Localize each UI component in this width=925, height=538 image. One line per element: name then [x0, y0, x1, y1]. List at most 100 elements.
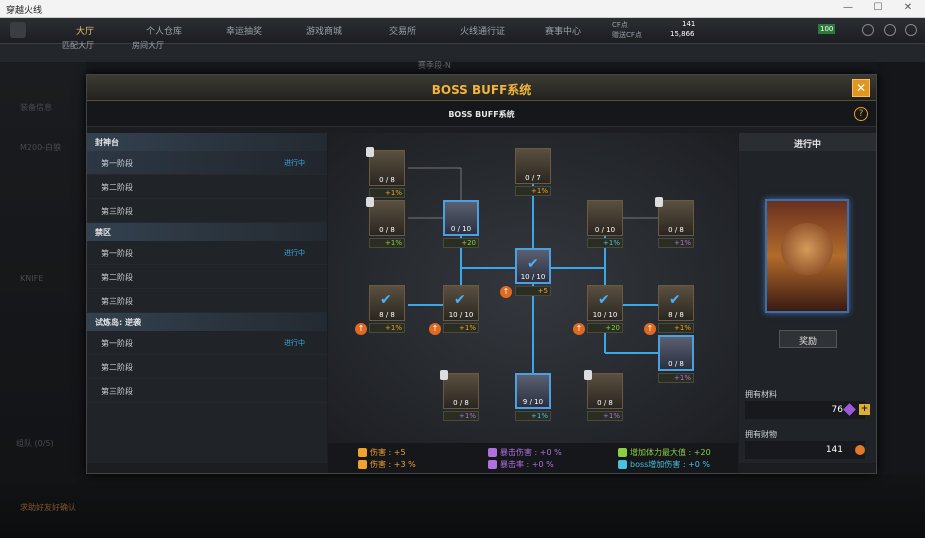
- node-bonus: +20: [587, 323, 623, 333]
- tab-match-lobby[interactable]: 匹配大厅: [62, 41, 94, 50]
- node-progress: 8 / 8: [379, 311, 395, 319]
- upgrade-icon[interactable]: ↑: [500, 286, 512, 298]
- tab-lobby[interactable]: 大厅: [76, 27, 95, 37]
- tab-room-lobby[interactable]: 房间大厅: [132, 41, 164, 50]
- add-materials-button[interactable]: +: [859, 404, 870, 415]
- buff-node[interactable]: 0 / 8: [440, 370, 479, 409]
- node-bonus: +1%: [658, 323, 694, 333]
- close-button[interactable]: ✕: [852, 79, 870, 97]
- stage-state: 进行中: [284, 159, 305, 167]
- buff-node[interactable]: ✔8 / 8: [369, 285, 405, 321]
- node-progress: 10 / 10: [448, 311, 474, 319]
- cf-points-label: CF点: [612, 21, 628, 29]
- modal-title: BOSS BUFF系统: [431, 83, 532, 97]
- buff-node[interactable]: 0 / 7: [515, 148, 551, 184]
- lock-icon: [366, 147, 374, 157]
- stage-item[interactable]: 第二阶段: [87, 175, 327, 199]
- fire-icon: [358, 460, 367, 469]
- stage-item[interactable]: 第三阶段: [87, 289, 327, 313]
- buff-node[interactable]: ✔10 / 10: [515, 248, 551, 284]
- node-progress: 0 / 10: [594, 226, 616, 234]
- buff-node[interactable]: ✔8 / 8: [658, 285, 694, 321]
- upgrade-icon[interactable]: ↑: [644, 323, 656, 335]
- maximize-button[interactable]: ☐: [873, 2, 883, 13]
- upgrade-icon[interactable]: ↑: [355, 323, 367, 335]
- tab-lottery[interactable]: 幸运抽奖: [226, 27, 263, 37]
- close-window-button[interactable]: ✕: [903, 2, 913, 13]
- upgrade-icon[interactable]: ↑: [429, 323, 441, 335]
- check-icon: ✔: [527, 256, 539, 272]
- buff-node[interactable]: 0 / 8: [366, 197, 405, 236]
- reward-button[interactable]: 奖励: [779, 330, 837, 348]
- mail-icon[interactable]: [884, 24, 896, 36]
- node-progress: 0 / 8: [379, 226, 395, 234]
- stage-item[interactable]: 第二阶段: [87, 265, 327, 289]
- node-progress: 10 / 10: [520, 273, 546, 281]
- stat-text: 暴击率 : +0 %: [500, 460, 554, 469]
- minimize-button[interactable]: —: [843, 2, 853, 13]
- node-bonus: +1%: [587, 411, 623, 421]
- home-icon[interactable]: [10, 22, 26, 38]
- stage-item[interactable]: 第二阶段: [87, 355, 327, 379]
- stage-item[interactable]: 第一阶段 进行中: [87, 331, 327, 355]
- stage-item[interactable]: 第三阶段: [87, 199, 327, 223]
- power-icon[interactable]: [905, 24, 917, 36]
- buff-node[interactable]: 0 / 8: [366, 147, 405, 186]
- window-titlebar: 穿越火线 — ☐ ✕: [0, 0, 925, 18]
- bg-knife-label: KNIFE: [20, 274, 44, 283]
- game-client: 大厅 个人仓库 幸运抽奖 游戏商城 交易所 火线通行证 赛事中心 CF点 141…: [0, 18, 925, 538]
- tab-inventory[interactable]: 个人仓库: [146, 27, 183, 37]
- upgrade-icon[interactable]: ↑: [573, 323, 585, 335]
- section-header: 封神台: [87, 133, 327, 151]
- help-icon[interactable]: ?: [854, 107, 868, 121]
- node-bonus: +1%: [658, 373, 694, 383]
- lock-icon: [440, 370, 448, 380]
- bg-help-label: 求助好友好确认: [20, 503, 76, 512]
- stage-state: 进行中: [284, 339, 305, 347]
- buff-node[interactable]: 0 / 8: [658, 335, 694, 371]
- background-right-panel: [877, 62, 925, 538]
- stage-item[interactable]: 第一阶段进行中: [87, 241, 327, 265]
- boss-portrait: [781, 223, 833, 275]
- buff-node[interactable]: 9 / 10: [515, 373, 551, 409]
- buff-node[interactable]: 0 / 10: [443, 200, 479, 236]
- stage-item[interactable]: 第一阶段 进行中: [87, 151, 327, 175]
- sword-icon: [358, 448, 367, 457]
- node-progress: 0 / 7: [525, 174, 541, 182]
- crit-damage-icon: [488, 448, 497, 457]
- stage-label: 第二阶段: [101, 183, 133, 192]
- tab-exchange[interactable]: 交易所: [389, 27, 417, 37]
- node-progress: 0 / 8: [597, 399, 613, 407]
- buff-node[interactable]: 0 / 8: [584, 370, 623, 409]
- reward-panel: 进行中 奖励 拥有材料 76 + 拥有财物 141: [739, 133, 876, 463]
- boss-card: [765, 199, 849, 313]
- crit-rate-icon: [488, 460, 497, 469]
- tab-battlepass[interactable]: 火线通行证: [460, 27, 506, 37]
- tab-events[interactable]: 赛事中心: [545, 27, 582, 37]
- check-icon: ✔: [669, 292, 681, 308]
- tab-shop[interactable]: 游戏商城: [306, 27, 343, 37]
- buff-node[interactable]: ✔10 / 10: [587, 285, 623, 321]
- node-bonus: +1%: [587, 238, 623, 248]
- stage-list: 封神台 第一阶段进行中 第二阶段 第三阶段 禁区 第一阶段进行中 第二阶段 第三…: [87, 133, 327, 463]
- gear-icon[interactable]: [862, 24, 874, 36]
- node-progress: 0 / 8: [453, 399, 469, 407]
- boss-damage-icon: [618, 460, 627, 469]
- stage-label: 第一阶段: [101, 159, 133, 168]
- materials-value: 76: [745, 401, 865, 419]
- lock-icon: [366, 197, 374, 207]
- buff-node[interactable]: 0 / 10: [587, 200, 623, 236]
- node-bonus: +1%: [369, 323, 405, 333]
- stage-label: 第一阶段: [101, 339, 133, 348]
- buff-node[interactable]: 0 / 8: [655, 197, 694, 236]
- materials-label: 拥有材料: [745, 390, 777, 399]
- node-bonus: +1%: [369, 188, 405, 198]
- status-label: 进行中: [739, 133, 876, 151]
- node-bonus: +1%: [658, 238, 694, 248]
- window-title: 穿越火线: [6, 6, 43, 16]
- buff-node[interactable]: ✔10 / 10: [443, 285, 479, 321]
- stage-item[interactable]: 第三阶段: [87, 379, 327, 403]
- node-bonus: +1%: [515, 411, 551, 421]
- section-header: 试炼岛: 逆袭: [87, 313, 327, 331]
- bonus-points-label: 赠送CF点: [612, 31, 642, 39]
